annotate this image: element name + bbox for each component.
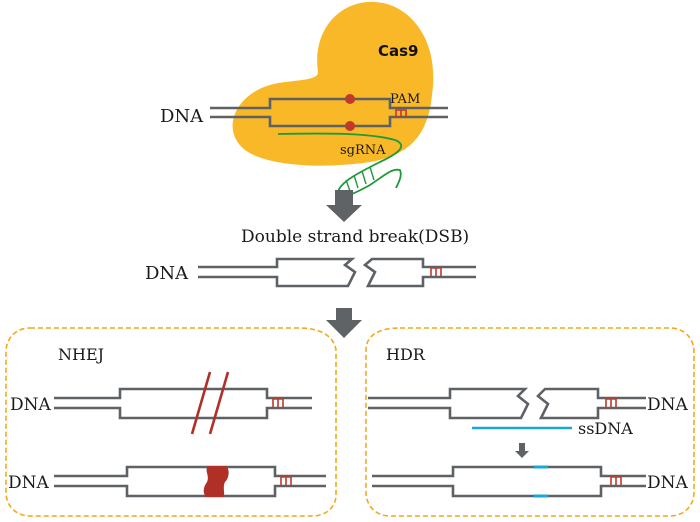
dna-label-nhej-2: DNA bbox=[8, 473, 50, 493]
ssdna-label: ssDNA bbox=[578, 419, 633, 438]
sgrna-hairpin-rungs bbox=[345, 166, 375, 192]
pam-icon-top bbox=[395, 109, 407, 118]
sgrna-label: sgRNA bbox=[340, 143, 386, 158]
hdr-title: HDR bbox=[386, 345, 426, 364]
dna-hdr-repaired bbox=[372, 465, 646, 498]
inserted-sequence-mark bbox=[534, 465, 548, 498]
pam-icon-hdr-1 bbox=[605, 398, 617, 407]
dna-label-hdr-2: DNA bbox=[647, 473, 689, 493]
nhej-panel-border bbox=[5, 327, 337, 517]
cas9-label: Cas9 bbox=[378, 42, 419, 60]
pam-icon-nhej-1 bbox=[272, 398, 284, 407]
dna-hdr-broken bbox=[368, 387, 646, 420]
hdr-panel-border bbox=[365, 327, 695, 517]
break-mark-icon bbox=[190, 371, 230, 435]
dna-broken bbox=[198, 257, 476, 288]
pam-icon-hdr-2 bbox=[610, 476, 622, 485]
pam-icon-dsb bbox=[430, 267, 442, 276]
dna-label-dsb: DNA bbox=[145, 263, 189, 284]
dsb-label: Double strand break(DSB) bbox=[241, 227, 469, 247]
pam-icon-nhej-2 bbox=[280, 476, 292, 485]
dna-nhej-1 bbox=[54, 387, 312, 420]
dna-top bbox=[210, 97, 448, 128]
arrow-down-small-icon bbox=[515, 443, 529, 458]
dna-nhej-2 bbox=[54, 465, 326, 498]
cas9-protein-shape bbox=[232, 1, 434, 166]
arrow-down-icon bbox=[326, 308, 362, 338]
dna-label-hdr-1: DNA bbox=[647, 395, 689, 415]
pam-label: PAM bbox=[390, 92, 420, 107]
dna-label-nhej-1: DNA bbox=[10, 395, 52, 415]
arrow-down-icon bbox=[326, 190, 362, 222]
dna-label-top: DNA bbox=[160, 106, 204, 127]
nhej-title: NHEJ bbox=[58, 345, 104, 364]
indel-repair-mark bbox=[203, 466, 229, 497]
cut-site-icon bbox=[345, 94, 355, 131]
